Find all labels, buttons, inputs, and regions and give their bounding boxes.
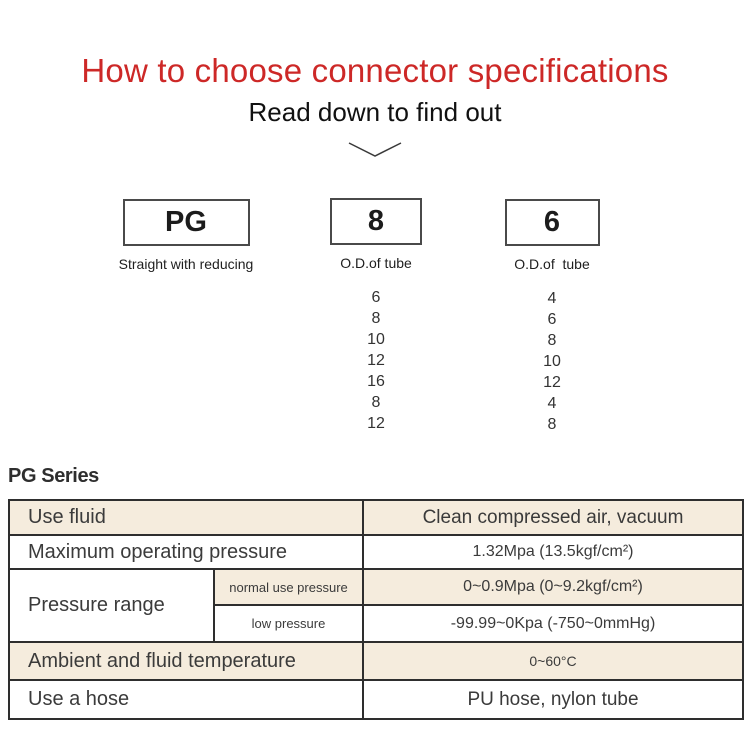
table-row: low pressure -99.99~0Kpa (-750~0mmHg)	[9, 604, 744, 643]
size-item: 10	[367, 331, 385, 348]
code-box-6-text: 6	[543, 206, 561, 238]
code-box-8-text: 8	[367, 205, 385, 237]
normal-pressure-value: 0~0.9Mpa (0~9.2kgf/cm²)	[362, 568, 744, 606]
page-subtitle: Read down to find out	[248, 97, 502, 127]
normal-pressure-label: normal use pressure	[213, 568, 364, 606]
hose-value: PU hose, nylon tube	[362, 679, 744, 720]
size-item: 4	[547, 395, 557, 412]
table-row: Use fluid Clean compressed air, vacuum	[8, 499, 744, 536]
selector-column-6: 6 O.D.of tube 4 6 8 10 12 4 8	[462, 199, 642, 435]
code-box-6: 6	[504, 199, 600, 246]
code-box-pg: PG	[122, 199, 250, 246]
max-pressure-value: 1.32Mpa (13.5kgf/cm²)	[362, 534, 744, 570]
chevron-down-icon	[348, 142, 402, 157]
size-item: 12	[543, 374, 561, 391]
page-title: How to choose connector specifications	[81, 52, 669, 89]
size-item: 12	[367, 415, 385, 432]
size-list-8: 6 8 10 12 16 8 12	[286, 287, 466, 434]
code-box-pg-text: PG	[165, 206, 207, 238]
code-caption-8: O.D.of tube	[340, 255, 412, 271]
size-item: 12	[367, 352, 385, 369]
size-item: 8	[371, 310, 381, 327]
size-item: 8	[547, 332, 557, 349]
low-pressure-label: low pressure	[213, 604, 364, 643]
table-row: Maximum operating pressure 1.32Mpa (13.5…	[8, 534, 744, 570]
use-fluid-label: Use fluid	[8, 499, 364, 536]
max-pressure-label: Maximum operating pressure	[8, 534, 364, 570]
size-item: 6	[371, 289, 381, 306]
table-row: Ambient and fluid temperature 0~60°C	[8, 641, 744, 681]
size-item: 8	[371, 394, 381, 411]
ambient-temp-value: 0~60°C	[362, 641, 744, 681]
selector-column-8: 8 O.D.of tube 6 8 10 12 16 8 12	[286, 198, 466, 434]
size-list-6: 4 6 8 10 12 4 8	[462, 288, 642, 435]
ambient-temp-label: Ambient and fluid temperature	[8, 641, 364, 681]
size-item: 16	[367, 373, 385, 390]
use-fluid-value: Clean compressed air, vacuum	[362, 499, 744, 536]
hose-label: Use a hose	[8, 679, 364, 720]
table-row: Use a hose PU hose, nylon tube	[8, 679, 744, 720]
size-item: 4	[547, 290, 557, 307]
code-caption-6: O.D.of tube	[514, 256, 590, 272]
selector-column-pg: PG Straight with reducing	[96, 199, 276, 272]
pressure-range-label: Pressure range	[8, 568, 215, 643]
code-caption-pg: Straight with reducing	[118, 256, 254, 272]
size-item: 8	[547, 416, 557, 433]
table-row: Pressure range normal use pressure 0~0.9…	[8, 568, 744, 643]
size-item: 6	[547, 311, 557, 328]
series-heading: PG Series	[8, 465, 99, 487]
spec-table: Use fluid Clean compressed air, vacuum M…	[8, 499, 744, 720]
size-item: 10	[543, 353, 561, 370]
code-box-8: 8	[330, 198, 422, 245]
low-pressure-value: -99.99~0Kpa (-750~0mmHg)	[362, 604, 744, 643]
